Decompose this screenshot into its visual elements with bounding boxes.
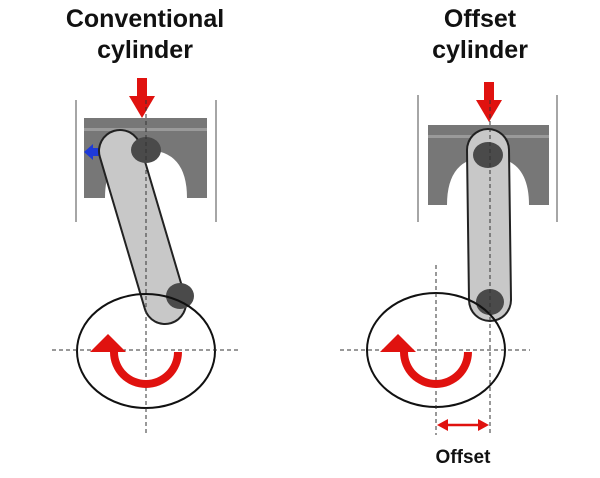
double-arrow-icon: [437, 419, 489, 431]
offset-label: Offset: [435, 447, 491, 468]
title-line: Conventional: [65, 5, 225, 33]
offset-cylinder-diagram: [340, 82, 558, 435]
title-line: cylinder: [432, 36, 528, 64]
offset-cylinder-title: Offset cylinder: [380, 4, 580, 66]
down-arrow-icon: [476, 82, 502, 122]
rotation-arrow-icon: [380, 334, 472, 388]
connecting-rod: [100, 131, 185, 323]
conventional-cylinder-title: Conventional cylinder: [30, 4, 260, 66]
crank-pin: [166, 283, 194, 309]
piston-pin: [473, 142, 503, 168]
title-line: cylinder: [97, 36, 193, 64]
offset-arrow-left: [437, 419, 448, 431]
offset-arrow-right: [478, 419, 489, 431]
title-line: Offset: [443, 5, 517, 33]
rotation-arrow-icon: [90, 334, 182, 388]
conventional-cylinder-diagram: [52, 78, 238, 435]
piston: [428, 125, 549, 205]
down-arrow-icon: [129, 78, 155, 118]
